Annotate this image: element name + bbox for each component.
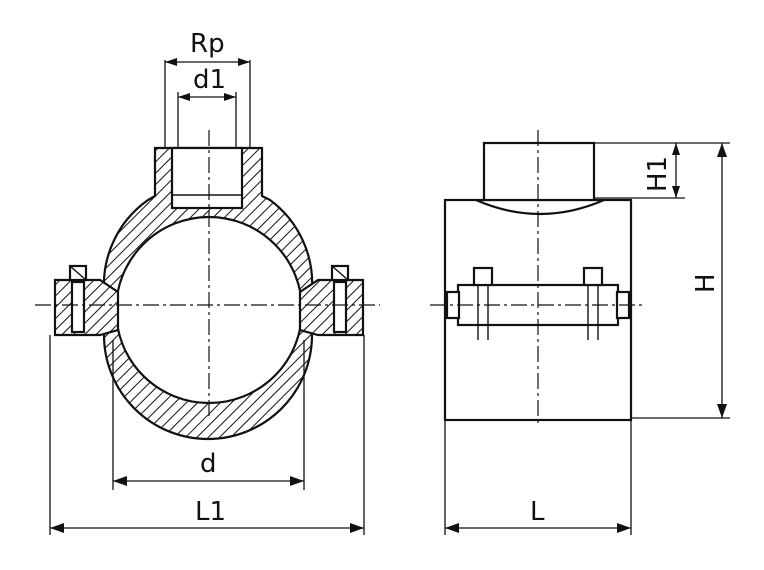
label-d1: d1 [193, 65, 226, 95]
outlet-bore [170, 146, 244, 210]
label-l1: L1 [195, 497, 226, 527]
dimension-l1: L1 [49, 335, 365, 535]
dimension-d1: d1 [177, 65, 237, 148]
dimension-h1: H1 [594, 143, 685, 199]
dimension-d: d [112, 340, 305, 490]
label-l: L [530, 497, 545, 527]
label-h: H [691, 273, 721, 293]
dimension-l: L [444, 420, 632, 535]
dimension-h: H [594, 142, 730, 419]
right-bolt-lug [298, 264, 365, 337]
label-rp: Rp [190, 29, 225, 59]
saddle-curve [475, 198, 605, 216]
side-bolt-left [472, 266, 494, 340]
front-view [35, 130, 380, 441]
left-bolt-lug [53, 264, 120, 337]
label-h1: H1 [643, 156, 673, 192]
dimension-rp: Rp [164, 29, 251, 148]
side-outlet [482, 141, 596, 202]
side-view [430, 130, 645, 425]
side-bolt-right [582, 266, 604, 340]
label-d: d [200, 449, 217, 479]
